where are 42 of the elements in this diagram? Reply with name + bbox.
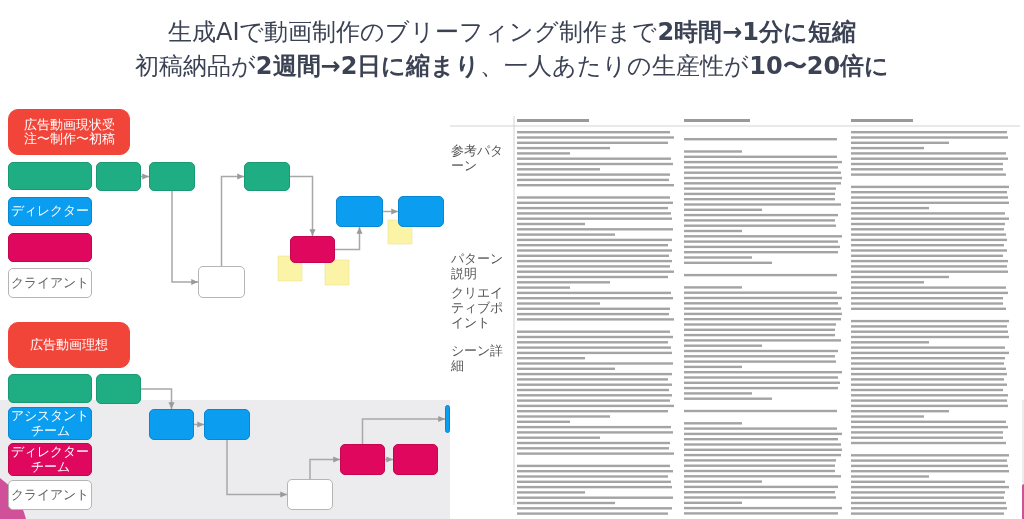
subtitle: 初稿納品が2週間→2日に縮まり、一人あたりの生産性が10〜20倍に <box>133 51 891 82</box>
connector-arrow <box>220 173 245 267</box>
process-box: アシスタントチーム <box>8 407 92 440</box>
process-box: クライアント <box>8 268 92 298</box>
row-label: パターン説明 <box>451 252 504 282</box>
process-box <box>398 196 444 227</box>
process-box <box>287 479 333 510</box>
process-box: ディレクターチーム <box>8 443 92 476</box>
connector-arrow <box>361 416 446 445</box>
heading-box: 広告動画理想 <box>8 322 130 368</box>
connector-arrow <box>226 439 288 498</box>
process-box <box>445 405 450 433</box>
process-box <box>8 162 92 190</box>
process-box <box>340 444 385 475</box>
process-box <box>8 374 92 403</box>
process-box <box>96 374 141 404</box>
heading-box: 広告動画現状受注〜制作〜初稿 <box>8 109 130 155</box>
connector-arrow <box>309 456 341 480</box>
connector-arrow <box>140 173 150 180</box>
connector-arrow <box>384 456 394 463</box>
process-box <box>393 444 438 475</box>
process-box <box>290 236 335 263</box>
process-box <box>149 162 195 191</box>
connector-arrow <box>289 175 316 237</box>
connector-arrow <box>334 226 363 251</box>
process-box <box>149 409 194 440</box>
process-box: ディレクター <box>8 197 92 226</box>
connector-arrow <box>171 190 199 285</box>
process-box <box>204 409 250 440</box>
process-box <box>244 162 290 191</box>
process-box: クライアント <box>8 480 92 510</box>
title: 生成AIで動画制作のブリーフィング制作まで2時間→1分に短縮 <box>167 17 857 48</box>
connector-arrow <box>382 208 399 215</box>
connector-arrow <box>140 388 175 410</box>
row-label: シーン詳細 <box>451 344 504 374</box>
process-box <box>198 266 245 298</box>
process-box <box>96 162 141 191</box>
process-box <box>8 233 92 262</box>
row-label: 参考パターン <box>451 144 504 174</box>
process-box <box>336 196 383 227</box>
row-label: クリエイティブポイント <box>451 286 504 331</box>
connector-arrow <box>193 421 205 428</box>
